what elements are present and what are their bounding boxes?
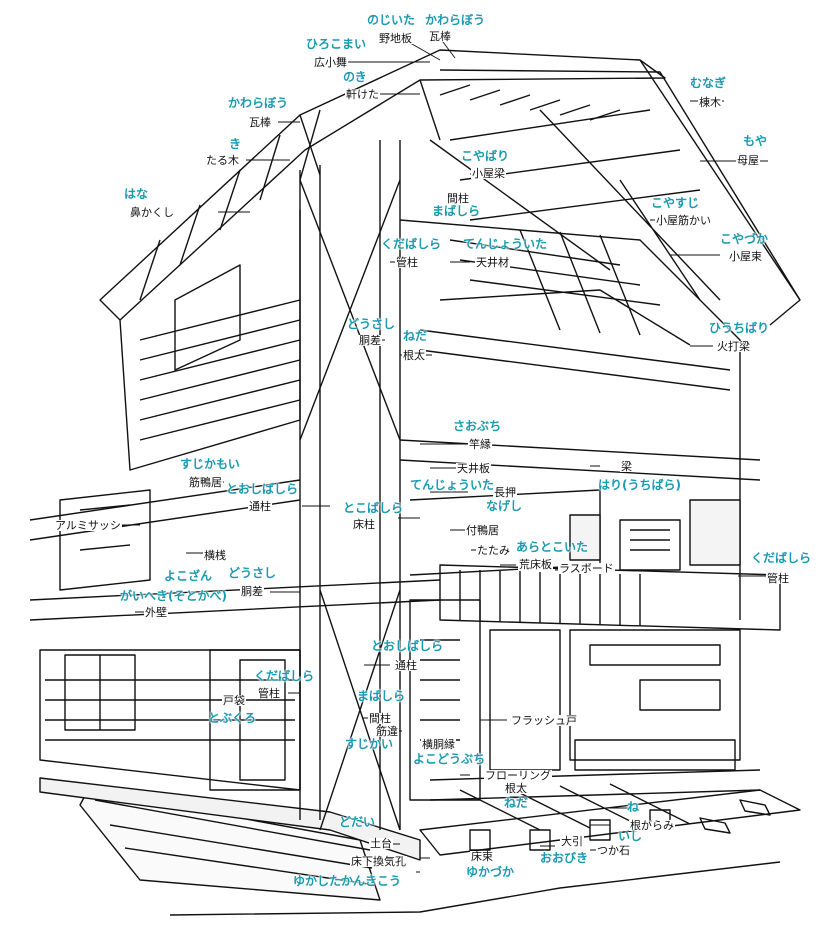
label-kawarabou-left-reading: かわらぼう	[228, 96, 289, 110]
upper-floor-frame	[119, 140, 761, 830]
label-sujikai-lower: 筋違	[375, 725, 399, 738]
label-tenjouita-upper: 天井材	[475, 256, 510, 269]
second-floor-platform	[409, 489, 781, 631]
label-yukazuka-reading: ゆかづか	[466, 865, 515, 879]
label-hirokomai: 広小舞	[313, 56, 348, 69]
label-mabashira-lower-reading: まばしら	[357, 689, 406, 703]
label-koyazuka-reading: こやづか	[720, 232, 769, 246]
label-flush-door: フラッシュ戸	[510, 714, 578, 727]
label-dodai-reading: どだい	[339, 815, 376, 829]
label-tobukuro-reading: とぶくろ	[208, 711, 257, 725]
label-dodai: 土台	[369, 837, 393, 850]
ground-and-foundation	[39, 777, 801, 916]
label-yokodoubuchi-reading: よこどうぶち	[413, 752, 486, 766]
label-tooshibashira-lower: 通柱	[394, 659, 418, 672]
label-kawarabou-top-reading: かわらぼう	[425, 13, 486, 27]
label-dousashi-upper-reading: どうさし	[347, 317, 396, 331]
label-hari: 梁	[620, 460, 633, 473]
label-neda-lower-reading: ねだ	[504, 796, 529, 810]
label-gaiheki-reading: がいへき(そとかべ)	[120, 589, 227, 603]
label-kawarabou-top: 瓦棒	[428, 30, 452, 43]
label-ne: ね	[627, 800, 640, 814]
label-koyabari: 小屋梁	[471, 167, 506, 180]
label-kawarabou-left: 瓦棒	[248, 116, 272, 129]
label-koyabari-reading: こやばり	[461, 149, 510, 163]
label-hanakakushi: 鼻かくし	[129, 206, 175, 219]
label-dousashi-upper: 胴差	[358, 334, 382, 347]
label-munagi: 棟木	[698, 96, 722, 109]
label-tokobashira-reading: とこばしら	[343, 501, 404, 515]
label-mabashira-lower: 間柱	[368, 712, 392, 725]
label-yokozan: 横桟	[203, 549, 227, 562]
label-kudabashira-lower-reading: くだばしら	[254, 669, 315, 683]
label-koyazuka: 小屋束	[728, 250, 763, 263]
label-nageshi-reading: なげし	[486, 499, 523, 513]
label-tenjouita-lower-reading: てんじょういた	[410, 478, 495, 492]
label-moya: 母屋	[736, 154, 760, 167]
label-moya-reading: もや	[743, 134, 768, 148]
label-hiuchibari-reading: ひうちばり	[709, 321, 770, 335]
label-yokozan-reading: よこざん	[164, 569, 213, 583]
label-neda-upper: 根太	[402, 349, 426, 362]
label-tokobashira: 床柱	[352, 518, 376, 531]
label-sujikai-upper: 筋鴨居	[188, 476, 223, 489]
label-saobuchi: 竿縁	[468, 438, 492, 451]
label-aluminum-sash: アルミサッシ	[54, 519, 122, 532]
label-lath-board: ラスボード	[558, 562, 615, 575]
label-yukashita-kankikou: 床下換気孔	[350, 855, 407, 868]
label-yokodoubuchi: 横胴縁	[421, 738, 456, 751]
label-mabashira-upper-reading: まばしら	[432, 204, 481, 218]
label-neda-lower: 根太	[504, 782, 528, 795]
label-yukashita-kankikou-reading: ゆかしたかんきこう	[293, 874, 402, 888]
label-tooshibashira-upper-reading: とおしばしら	[226, 482, 299, 496]
lower-floor-frame	[29, 479, 741, 831]
label-tenjouita-upper-reading: てんじょういた	[463, 237, 548, 251]
label-tsukaishi: つか石	[596, 844, 631, 857]
label-tooshibashira-upper: 通柱	[248, 500, 272, 513]
label-taruki: たる木	[205, 154, 240, 167]
label-noki-reading: のき	[343, 70, 367, 84]
label-mabashira-upper: 間柱	[446, 192, 470, 205]
label-flooring: フローリング	[484, 769, 552, 782]
label-noki: 軒けた	[345, 88, 380, 101]
label-kudabashira-upper-reading: くだばしら	[381, 237, 442, 251]
label-gaiheki: 外壁	[144, 606, 168, 619]
label-hari-reading: はり(うちばら)	[598, 478, 681, 492]
label-dousashi-lower-reading: どうさし	[228, 566, 277, 580]
label-saobuchi-reading: さおぶち	[453, 419, 502, 433]
label-tatami: たたみ	[476, 544, 511, 557]
label-sujikai-upper-reading: すじかもい	[180, 457, 240, 471]
label-sujikai-lower-reading: すじかい	[345, 737, 394, 751]
label-oobiki-reading: おおびき	[540, 851, 589, 865]
label-dousashi-lower: 胴差	[240, 585, 264, 598]
roof-structure	[99, 49, 801, 326]
label-munagi-reading: むなぎ	[690, 76, 727, 90]
label-hiuchibari: 火打梁	[716, 340, 751, 353]
label-tsukekamoi: 付鴨居	[465, 524, 500, 537]
label-kudabashira-right-reading: くだばしら	[751, 551, 812, 565]
label-tenjouita-lower: 天井板	[456, 462, 491, 475]
label-oobiki: 大引	[560, 835, 584, 848]
label-tsukaishi-reading: いし	[618, 829, 643, 843]
label-hanakakushi-reading: はな	[124, 187, 149, 201]
label-aratokoita-reading: あらとこいた	[516, 540, 589, 554]
label-tooshibashira-lower-reading: とおしばしら	[371, 639, 444, 653]
label-nojiita: 野地板	[378, 32, 413, 45]
label-nageshi: 長押	[493, 486, 517, 499]
label-kudabashira-upper: 管柱	[395, 256, 419, 269]
label-koyasuji-reading: こやすじ	[651, 196, 700, 210]
label-kudabashira-lower: 管柱	[257, 687, 281, 700]
label-koyasuji: 小屋筋かい	[655, 214, 712, 227]
label-tobukuro: 戸袋	[222, 694, 246, 707]
label-negarami: 根がらみ	[629, 819, 675, 832]
label-neda-upper-reading: ねだ	[403, 329, 428, 343]
label-nojiita-reading: のじいた	[367, 13, 416, 27]
label-yukazuka: 床束	[470, 850, 494, 863]
label-taruki-reading: き	[229, 137, 242, 151]
label-aratokoita: 荒床板	[518, 558, 553, 571]
label-hirokomai-reading: ひろこまい	[306, 37, 367, 51]
label-kudabashira-right: 管柱	[766, 572, 790, 585]
